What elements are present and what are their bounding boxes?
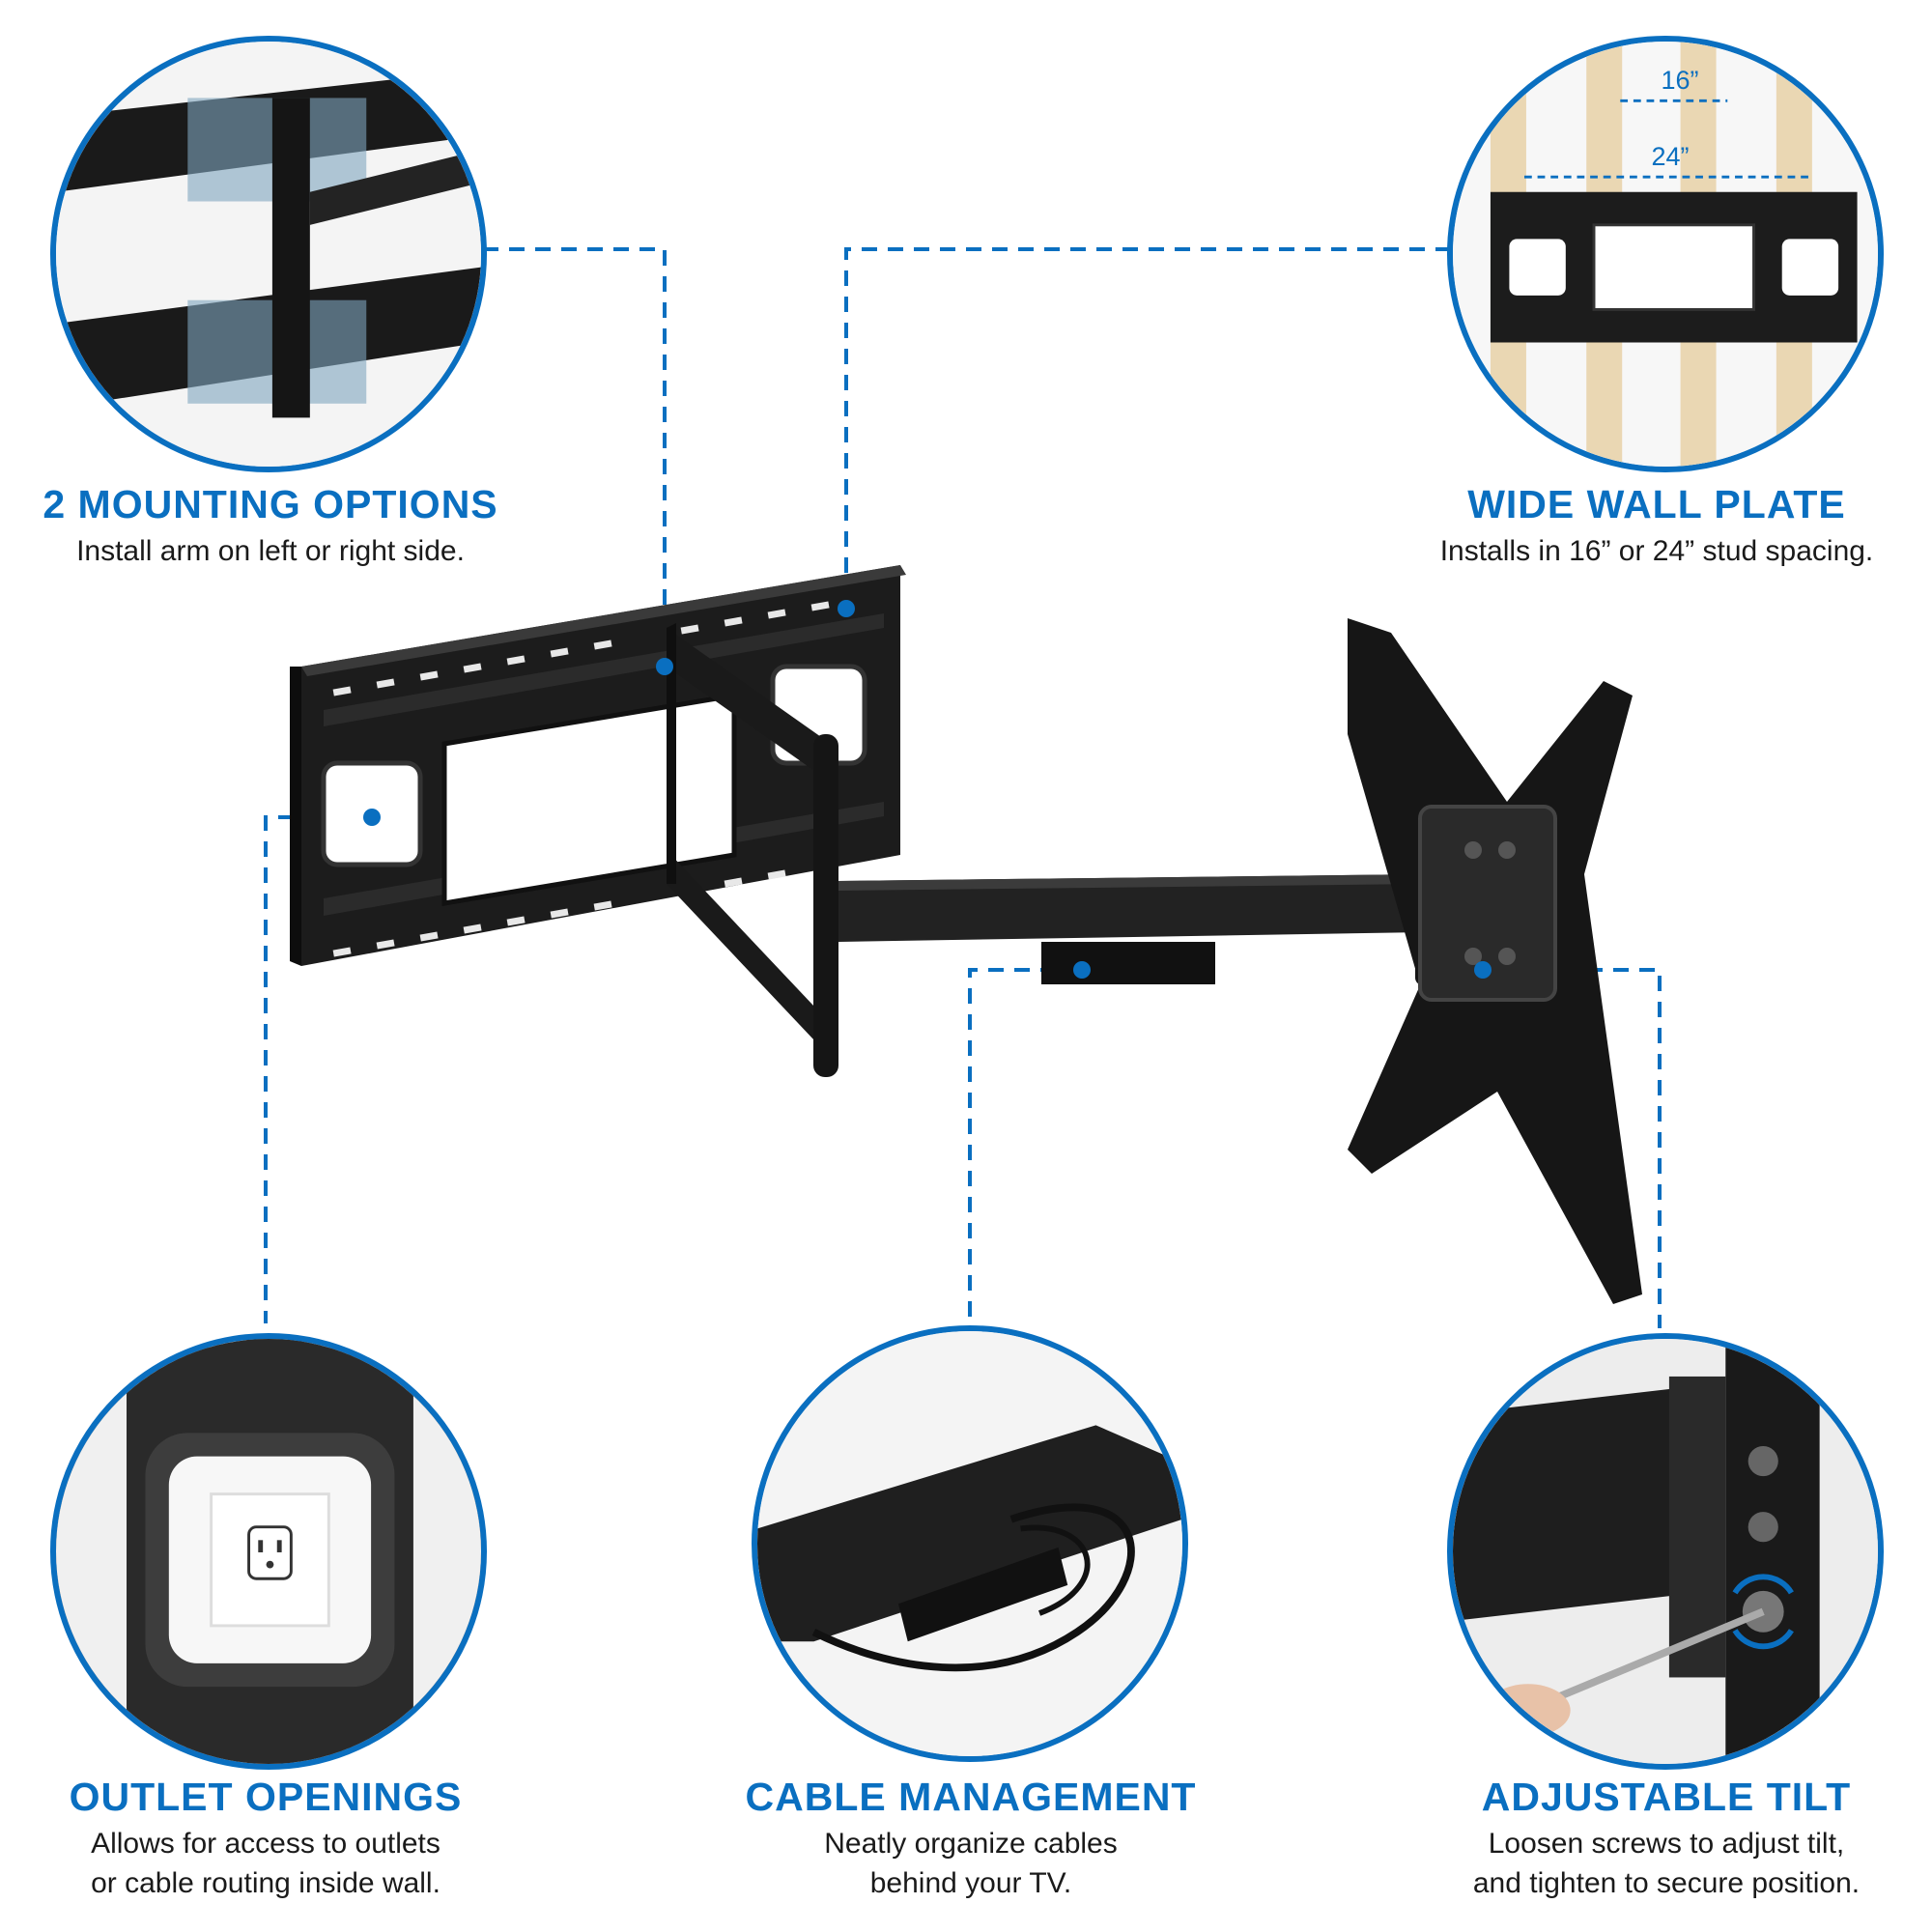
- feature-adjustable-tilt: ADJUSTABLE TILT Loosen screws to adjust …: [1410, 1775, 1922, 1903]
- feature-description-line: Allows for access to outlets: [91, 1828, 440, 1861]
- feature-description-line: Loosen screws to adjust tilt,: [1488, 1828, 1845, 1861]
- feature-wall-plate: WIDE WALL PLATE Installs in 16” or 24” s…: [1391, 482, 1922, 572]
- vesa-plate: [1348, 618, 1642, 1304]
- outlet-icon: [247, 1525, 293, 1580]
- feature-description: Installs in 16” or 24” stud spacing.: [1439, 535, 1874, 568]
- feature-title: CABLE MANAGEMENT: [745, 1775, 1197, 1819]
- feature-description: Allows for access to outlets or cable ro…: [19, 1825, 512, 1903]
- mounting-dot: [656, 658, 673, 675]
- feature-description-line: behind your TV.: [869, 1866, 1072, 1899]
- cable-dot: [1073, 961, 1091, 979]
- cable-management-detail-circle: [752, 1325, 1188, 1762]
- outlet-dot: [363, 809, 381, 826]
- feature-description: Install arm on left or right side.: [76, 535, 465, 568]
- tilt-dot: [1474, 961, 1492, 979]
- connector-mounting: [483, 247, 667, 667]
- tilt-hinge-closeup: [1453, 1339, 1878, 1764]
- wall-plate-dot: [838, 600, 855, 617]
- stud-spacing-24: 24”: [1651, 142, 1690, 171]
- outlet-opening-closeup: [56, 1339, 481, 1764]
- feature-title: OUTLET OPENINGS: [69, 1775, 463, 1819]
- feature-title: ADJUSTABLE TILT: [1481, 1775, 1852, 1819]
- feature-description-line: and tighten to secure position.: [1472, 1866, 1861, 1899]
- hex-key-icon: [1536, 1607, 1765, 1710]
- feature-mounting-options: 2 MOUNTING OPTIONS Install arm on left o…: [10, 482, 531, 572]
- feature-description-line: Neatly organize cables: [824, 1828, 1118, 1861]
- outlet-openings-detail-circle: [50, 1333, 487, 1770]
- mounting-bracket-closeup: [56, 42, 481, 467]
- wall-plate-detail-circle: 16” 24”: [1447, 36, 1884, 472]
- stud-spacing-16: 16”: [1661, 66, 1699, 95]
- cable-management-closeup: [757, 1331, 1182, 1756]
- wall-plate-studs-illustration: [1453, 42, 1878, 467]
- feature-outlet-openings: OUTLET OPENINGS Allows for access to out…: [19, 1775, 512, 1903]
- feature-title: WIDE WALL PLATE: [1467, 482, 1846, 526]
- adjustable-tilt-detail-circle: [1447, 1333, 1884, 1770]
- feature-description: Neatly organize cables behind your TV.: [720, 1825, 1222, 1903]
- feature-description-line: or cable routing inside wall.: [91, 1866, 440, 1899]
- connector-wall-plate: [844, 247, 1451, 609]
- mounting-options-detail-circle: [50, 36, 487, 472]
- feature-description: Loosen screws to adjust tilt, and tighte…: [1410, 1825, 1922, 1903]
- articulating-arm: [667, 623, 1456, 1077]
- feature-title: 2 MOUNTING OPTIONS: [43, 482, 498, 526]
- feature-cable-management: CABLE MANAGEMENT Neatly organize cables …: [720, 1775, 1222, 1903]
- rotate-arrows-icon: [1732, 1574, 1794, 1650]
